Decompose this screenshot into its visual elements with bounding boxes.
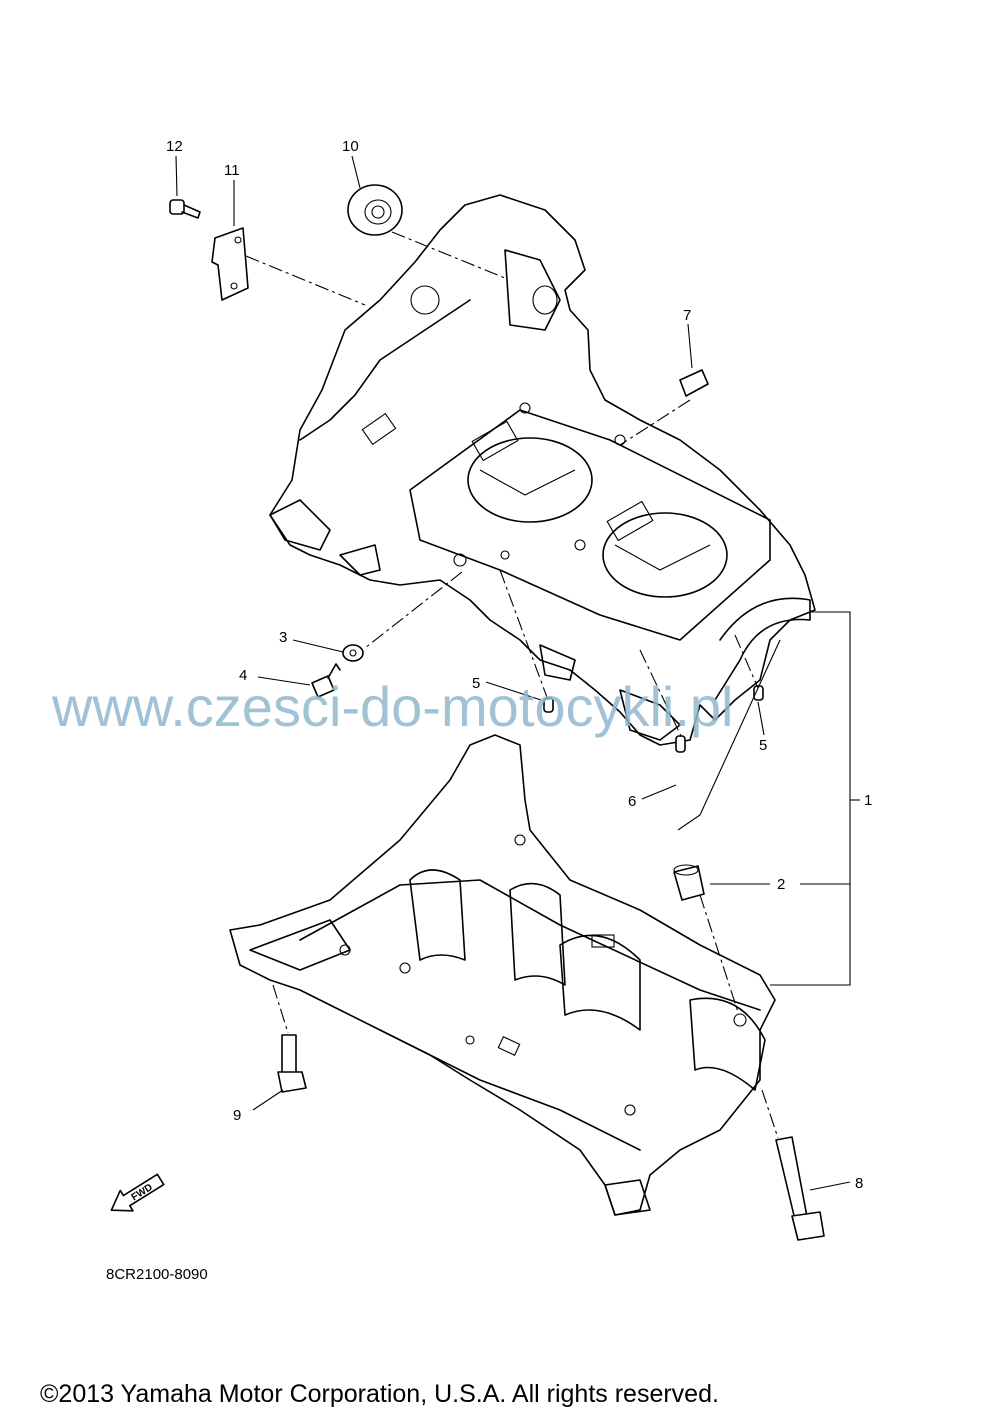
part-9-bolt — [277, 1034, 307, 1093]
watermark: www.czesci-do-motocykli.pl — [51, 675, 734, 738]
copyright: ©2013 Yamaha Motor Corporation, U.S.A. A… — [40, 1380, 719, 1408]
callout-1: 1 — [864, 792, 872, 809]
part-6-pin — [675, 735, 686, 753]
callout-7: 7 — [683, 307, 691, 324]
callout-2: 2 — [777, 876, 785, 893]
part-12-bolt — [169, 199, 201, 219]
part-2-plug — [673, 864, 705, 901]
callout-12: 12 — [166, 138, 183, 155]
part-5-pins — [543, 685, 764, 713]
callouts: 12 11 10 7 3 4 5 5 6 1 2 9 8 — [166, 138, 872, 1192]
callout-6: 6 — [628, 793, 636, 810]
callout-5-right: 5 — [759, 737, 767, 754]
callout-5-left: 5 — [472, 675, 480, 692]
upper-crankcase — [269, 194, 816, 746]
drawing-code: 8CR2100-8090 — [106, 1266, 208, 1283]
part-4-plug — [311, 663, 341, 698]
fwd-arrow: FWD — [110, 1173, 165, 1212]
lower-crankcase — [229, 734, 776, 1216]
callout-4: 4 — [239, 667, 247, 684]
part-7-dowel-pin — [679, 369, 709, 397]
leader-lines — [175, 155, 860, 1191]
part-3-washer — [342, 644, 364, 662]
callout-3: 3 — [279, 629, 287, 646]
callout-9: 9 — [233, 1107, 241, 1124]
callout-8: 8 — [855, 1175, 863, 1192]
callout-10: 10 — [342, 138, 359, 155]
part-11-bracket — [211, 227, 249, 301]
part-8-bolt — [775, 1136, 825, 1241]
callout-11: 11 — [224, 162, 240, 179]
part-10-oil-seal — [347, 184, 403, 236]
assembly-lines — [245, 231, 779, 1139]
